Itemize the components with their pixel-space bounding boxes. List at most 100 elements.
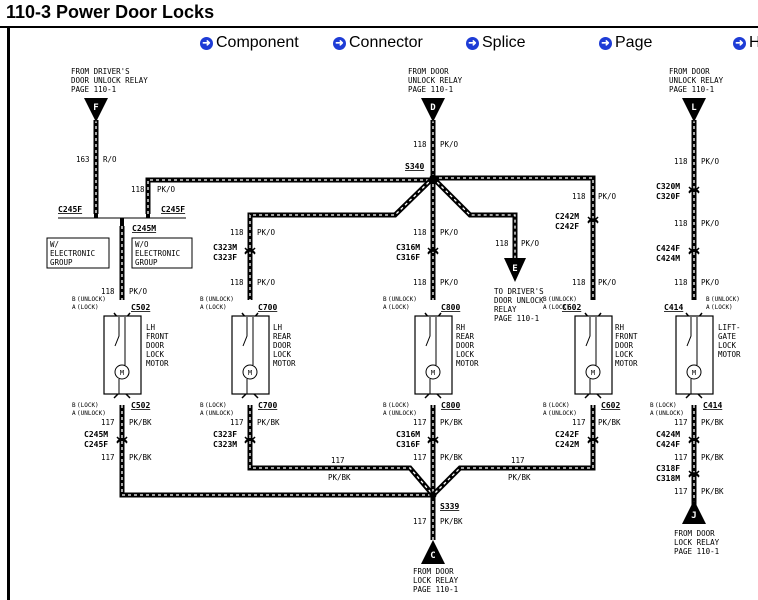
motor-lh-rear[interactable]: B (UNLOCK) A (LOCK) C700 M LH REAR DOOR … [200,296,296,417]
wire-num: 117 [413,453,427,462]
group-line2: ELECTRONIC [50,249,95,258]
ref-l[interactable]: FROM DOOR UNLOCK RELAY PAGE 110-1 L [669,67,724,122]
wire-color: PK/BK [257,418,280,427]
connector-c245m[interactable]: C245M [84,430,108,439]
page-title: 110-3 Power Door Locks [6,2,215,22]
connector-c245f[interactable]: C245F [161,205,185,214]
connector-c424f[interactable]: C424F [656,440,680,449]
wire-color: PK/BK [129,453,152,462]
wire-color: PK/O [440,228,459,237]
wire-color: PK/BK [440,418,463,427]
wire-num: 118 [572,278,586,287]
connector-c424m[interactable]: C424M [656,254,680,263]
wire-color: PK/O [521,239,540,248]
ref-j-triangle [682,500,706,524]
splice-s339[interactable]: S339 [440,502,459,511]
connector-c602[interactable]: C602 [601,401,620,410]
arrow-right-circle-icon: ➜ [599,36,612,50]
motor-label: DOOR [146,341,165,350]
connector-c316f[interactable]: C316F [396,253,420,262]
connector-c602[interactable]: C602 [562,303,581,312]
pin-label: (LOCK) [548,304,570,311]
wire-color: PK/BK [440,517,463,526]
connector-c700[interactable]: C700 [258,303,277,312]
ref-c[interactable]: C FROM DOOR LOCK RELAY PAGE 110-1 [413,540,459,594]
motor-label: LOCK [615,350,634,359]
connector-c316f[interactable]: C316F [396,440,420,449]
wire-num: 117 [674,453,688,462]
connector-c242f[interactable]: C242F [555,222,579,231]
connector-c316m[interactable]: C316M [396,243,420,252]
connector-c323m[interactable]: C323M [213,243,237,252]
ref-j[interactable]: J FROM DOOR LOCK RELAY PAGE 110-1 [674,500,720,556]
group-line1: W/O [135,240,149,249]
connector-c800[interactable]: C800 [441,401,460,410]
motor-label: GATE [718,332,737,341]
connector-c424m[interactable]: C424M [656,430,680,439]
pin-label: B [383,402,387,409]
wire-color: PK/BK [701,487,724,496]
connector-c242m[interactable]: C242M [555,440,579,449]
connector-c320f[interactable]: C320F [656,192,680,201]
connector-c320m[interactable]: C320M [656,182,680,191]
ref-e[interactable]: E TO DRIVER'S DOOR UNLOCK RELAY PAGE 110… [494,258,544,323]
ref-d-line2: UNLOCK RELAY [408,76,463,85]
wire-color: PK/O [701,157,720,166]
connector-c316m[interactable]: C316M [396,430,420,439]
nav-page-link[interactable]: ➜Page [599,32,652,54]
connector-c323f[interactable]: C323F [213,253,237,262]
left-border [7,28,10,600]
connector-c323m[interactable]: C323M [213,440,237,449]
connector-c414[interactable]: C414 [664,303,683,312]
motor-rh-front[interactable]: B (UNLOCK) A (LOCK) C602 M RH FRONT DOOR… [543,296,638,417]
connector-c242m[interactable]: C242M [555,212,579,221]
pin-label: B [543,402,547,409]
wire-num: 118 [413,140,427,149]
motor-rh-rear[interactable]: B (UNLOCK) A (LOCK) C800 M RH REAR DOOR … [383,296,479,417]
connector-c242f[interactable]: C242F [555,430,579,439]
motor-lh-front[interactable]: B (UNLOCK) A (LOCK) C502 M LH FRONT DOOR… [72,296,169,417]
connector-c245f[interactable]: C245F [84,440,108,449]
connector-c700[interactable]: C700 [258,401,277,410]
nav-splice-link[interactable]: ➜Splice [466,32,526,54]
wire-color: PK/BK [440,453,463,462]
wire-color: PK/O [701,278,720,287]
connector-labels: C245F C245F C245M C323M C323F C316M C316… [58,182,680,483]
ref-d[interactable]: FROM DOOR UNLOCK RELAY PAGE 110-1 D [408,67,463,122]
ref-f[interactable]: FROM DRIVER'S DOOR UNLOCK RELAY PAGE 110… [71,67,148,122]
motor-liftgate[interactable]: B (UNLOCK) A (LOCK) C414 M LIFT- GATE LO… [650,296,741,417]
connector-c414[interactable]: C414 [703,401,722,410]
nav-component-link[interactable]: ➜Component [200,32,299,54]
c245-joint [94,214,150,226]
connector-c318f[interactable]: C318F [656,464,680,473]
motor-icon: M [431,369,435,377]
pin-label: A [72,304,76,311]
ref-f-line1: FROM DRIVER'S [71,67,130,76]
group-line2: ELECTRONIC [135,249,180,258]
wire-network [58,120,697,540]
splice-s340[interactable]: S340 [405,162,424,171]
nav-h-link[interactable]: ➜H [733,32,758,54]
motor-label: FRONT [146,332,169,341]
pin-label: (UNLOCK) [77,410,106,417]
connector-c502[interactable]: C502 [131,401,150,410]
connector-c245m[interactable]: C245M [132,224,156,233]
ref-c-page: PAGE 110-1 [413,585,458,594]
motor-label: LOCK [718,341,737,350]
wire-num: 118 [230,278,244,287]
connector-c424f[interactable]: C424F [656,244,680,253]
nav-connector-link[interactable]: ➜Connector [333,32,423,54]
motor-label: LH [146,323,156,332]
ref-e-triangle [504,258,526,282]
connector-c323f[interactable]: C323F [213,430,237,439]
motor-label: RH [615,323,625,332]
connector-c318m[interactable]: C318M [656,474,680,483]
connector-c502[interactable]: C502 [131,303,150,312]
connector-c245f[interactable]: C245F [58,205,82,214]
connector-c800[interactable]: C800 [441,303,460,312]
motor-label: MOTOR [718,350,741,359]
title-bar: 110-3 Power Door Locks [0,0,758,28]
wire-s340-e [431,176,518,262]
wire-num: 118 [101,287,115,296]
wire-color: PK/O [598,278,617,287]
